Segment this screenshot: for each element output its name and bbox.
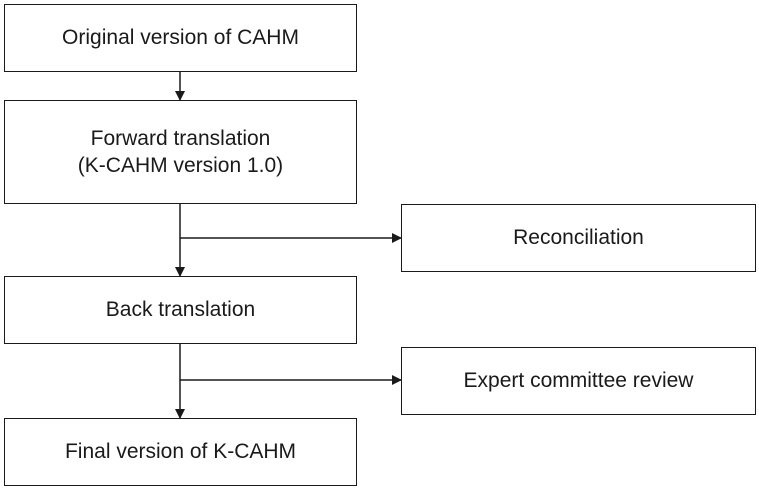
step-reconciliation-label: Reconciliation [513, 226, 644, 250]
step-original-version: Original version of CAHM [4, 4, 357, 72]
step-back-label: Back translation [105, 298, 256, 322]
step-original-label: Original version of CAHM [62, 26, 299, 50]
step-back-translation: Back translation [4, 276, 357, 344]
step-final-label: Final version of K-CAHM [64, 440, 297, 464]
step-forward-label: Forward translation [90, 126, 271, 150]
step-final-version: Final version of K-CAHM [4, 418, 357, 486]
step-expert-committee-review: Expert committee review [401, 347, 756, 415]
step-forward-sublabel: (K-CAHM version 1.0) [77, 154, 284, 177]
step-reconciliation: Reconciliation [401, 204, 756, 272]
step-forward-translation: Forward translation (K-CAHM version 1.0) [4, 100, 357, 204]
step-expert-review-label: Expert committee review [463, 369, 694, 393]
